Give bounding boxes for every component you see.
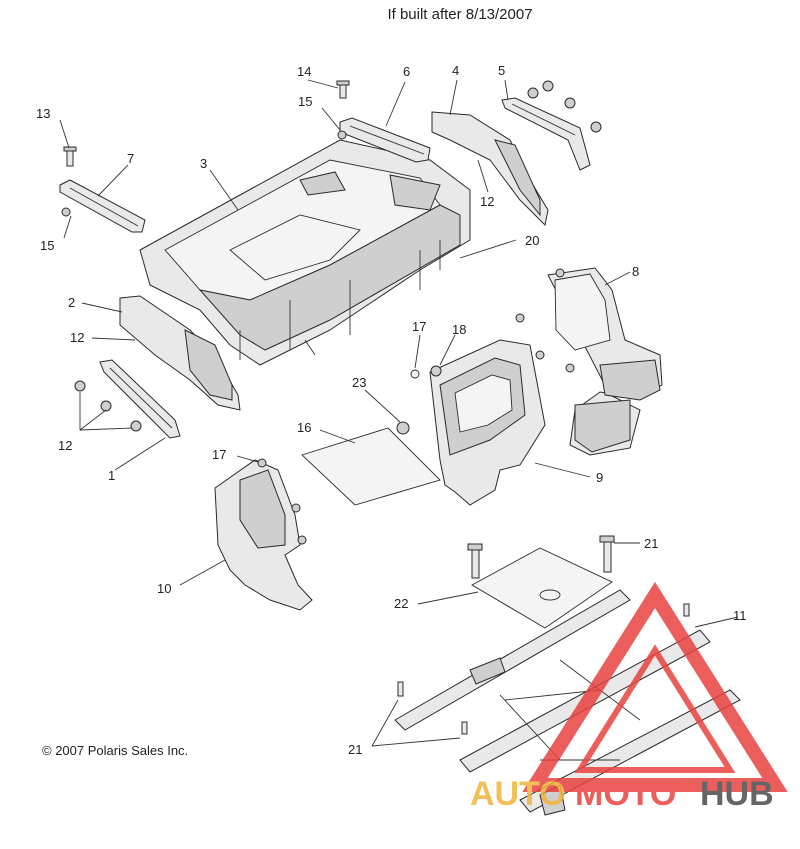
callout-23: 23	[352, 375, 366, 390]
part-8-right-storage-box	[547, 267, 663, 456]
callout-21: 21	[644, 536, 658, 551]
callout-15-right: 15	[298, 94, 312, 109]
autmotohub-watermark: AUTO MOTO HUB	[470, 581, 788, 813]
callout-10: 10	[157, 581, 171, 596]
part-7-left-rail	[59, 179, 146, 233]
watermark-triangle-icon	[522, 581, 788, 792]
callout-18: 17	[412, 319, 426, 334]
callout-6: 6	[403, 64, 410, 79]
part-3-cargo-box	[139, 139, 471, 366]
callout-9: 9	[596, 470, 603, 485]
part-9-rear-panel	[429, 339, 546, 506]
part-2-left-side-panel	[119, 295, 241, 411]
fasteners	[61, 80, 690, 735]
callout-12-right: 12	[480, 194, 494, 209]
callout-2: 2	[68, 295, 75, 310]
leader-lines	[59, 79, 739, 747]
part-1-left-trim	[99, 359, 181, 439]
callout-3: 3	[200, 156, 207, 171]
callout-22: 22	[394, 596, 408, 611]
part-4-right-side-panel	[431, 111, 549, 227]
callout-1: 1	[108, 468, 115, 483]
callout-17: 17	[212, 447, 226, 462]
callout-13: 12	[58, 438, 72, 453]
callout-11: 11	[733, 608, 747, 623]
part-5-right-trim	[501, 97, 591, 171]
watermark-word-auto: AUTO	[470, 775, 566, 813]
callout-20-upper: 20	[525, 233, 539, 248]
part-10-left-storage-box	[214, 459, 313, 611]
callout-15-left: 15	[40, 238, 54, 253]
part-22-plate	[471, 547, 613, 629]
callout-labels: 13 15 7 3 14 15 6 4 5 12 20 2 12 12 1 8 …	[36, 63, 747, 757]
callout-12-left: 12	[70, 330, 84, 345]
callout-8: 8	[632, 264, 639, 279]
callout-19: 18	[452, 322, 466, 337]
copyright-notice: © 2007 Polaris Sales Inc.	[42, 743, 189, 758]
build-date-note: If built after 8/13/2007	[387, 6, 533, 23]
callout-14-right: 14	[297, 64, 311, 79]
callout-20-lower: 21	[348, 742, 362, 757]
callout-4: 4	[452, 63, 459, 78]
callout-16: 16	[297, 420, 311, 435]
part-16-floor-mat	[301, 427, 441, 506]
callout-7: 7	[127, 151, 134, 166]
watermark-word-hub: HUB	[700, 775, 774, 813]
watermark-word-moto: MOTO	[575, 775, 676, 813]
watermark-inner-triangle-icon	[574, 644, 736, 773]
callout-5: 5	[498, 63, 505, 78]
callout-14-left: 13	[36, 106, 50, 121]
